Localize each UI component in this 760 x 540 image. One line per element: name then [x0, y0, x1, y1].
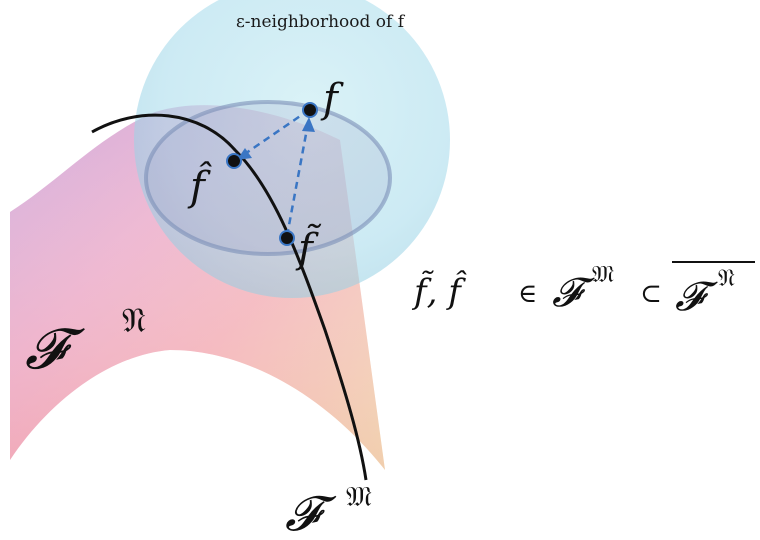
point-f-hat: [226, 153, 242, 169]
epsilon-neighborhood-ball: [134, 0, 450, 298]
arrow-f-to-f-hat: [235, 108, 310, 162]
point-f-tilde: [279, 230, 295, 246]
formula-subset-symbol: 𝓕: [552, 270, 595, 316]
arrow-f-tilde-to-f: [285, 117, 311, 237]
formula-superset-superscript: 𝔑: [718, 264, 735, 292]
formula-elements: f̃, f̂: [411, 270, 467, 312]
formula-subset-superscript: 𝔐: [592, 260, 614, 288]
arrowhead-f: [302, 117, 315, 132]
ball-equator: [144, 100, 392, 256]
submanifold-curve: [91, 113, 368, 481]
caption: ε-neighborhood of f: [236, 12, 406, 32]
formula-member-of: ∈: [518, 279, 537, 309]
point-f: [302, 102, 318, 118]
curve-label-symbol: 𝓕: [285, 486, 337, 540]
formula-superset-symbol: 𝓕: [675, 274, 718, 320]
curve-label-superscript: 𝔐: [346, 480, 372, 513]
formula-subset-of: ⊂: [640, 279, 662, 309]
surface-label-superscript: 𝔑: [122, 301, 146, 341]
